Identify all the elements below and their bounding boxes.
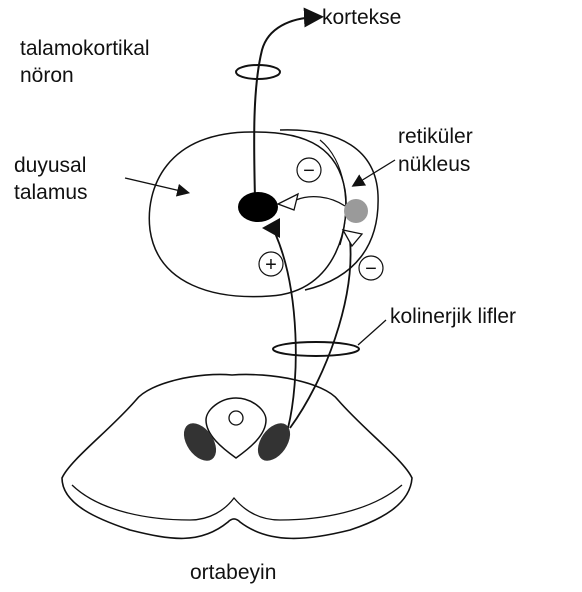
label-kolinerjik-lifler: kolinerjik lifler xyxy=(390,304,516,329)
plus-sign: + xyxy=(265,254,277,276)
midbrain-inner-contour xyxy=(72,485,402,520)
minus-sign-top: − xyxy=(303,160,315,182)
cerebral-aqueduct xyxy=(229,411,243,425)
inhibitory-synapse-marker-reticular xyxy=(343,230,362,246)
label-talamokortikal-line1: talamokortikal xyxy=(20,36,150,61)
minus-sign-right: − xyxy=(365,258,377,280)
kolinerjik-lifler-leader xyxy=(358,320,386,345)
inhibitory-synapse-marker-thalamus xyxy=(278,194,298,210)
reticular-neuron xyxy=(344,199,368,223)
reticular-to-thalamic-projection xyxy=(296,197,345,206)
label-kortekse: kortekse xyxy=(322,5,401,30)
cholinergic-fiber-to-reticular xyxy=(290,240,351,428)
label-retikuler-line1: retiküler xyxy=(398,124,473,149)
label-ortabeyin: ortabeyin xyxy=(190,560,276,585)
duyusal-talamus-leader-arrow xyxy=(125,178,185,192)
cholinergic-fiber-ring xyxy=(273,342,359,356)
thalamocortical-neuron xyxy=(238,192,278,222)
label-duyusal-line1: duyusal xyxy=(14,153,86,178)
label-duyusal-line2: talamus xyxy=(14,180,88,205)
label-retikuler-line2: nükleus xyxy=(398,152,470,177)
label-talamokortikal-line2: nöron xyxy=(20,63,74,88)
